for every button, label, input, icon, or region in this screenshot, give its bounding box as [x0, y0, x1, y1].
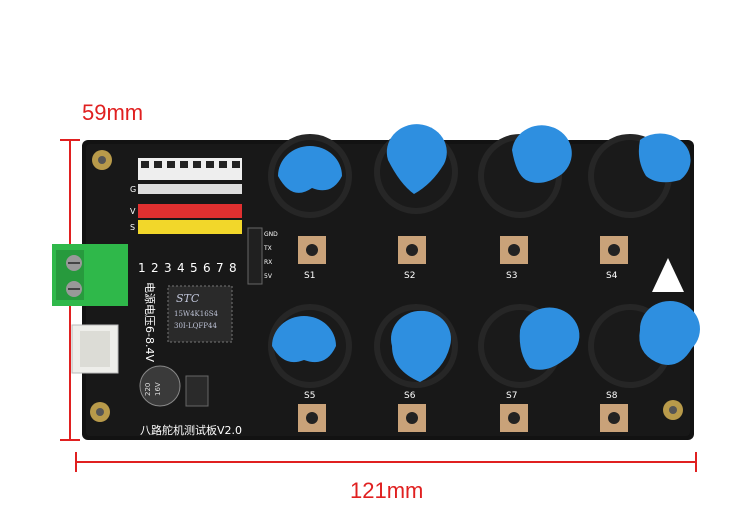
- regulator: [185, 375, 209, 407]
- button-label: S1: [304, 271, 315, 281]
- mcu-chip: STC 15W4K16S4 30I-LQFP44: [167, 285, 233, 343]
- knob: [268, 304, 352, 388]
- button-label: S2: [404, 271, 415, 281]
- knob: [268, 134, 352, 218]
- uart-pin: 5V: [264, 273, 273, 280]
- board-title: 八路舵机测试板V2.0: [140, 423, 242, 437]
- uart-pin: GND: [264, 231, 278, 238]
- jst-connector: [71, 324, 119, 374]
- button-label: S6: [404, 391, 416, 401]
- row-label: G: [130, 185, 136, 194]
- knob: [374, 124, 458, 214]
- button-labels: S1 S2 S3 S4 S5 S6 S7 S8: [304, 271, 618, 401]
- uart-pin: TX: [263, 245, 272, 252]
- chip-line1: 15W4K16S4: [174, 310, 218, 318]
- uart-header: GND TX RX 5V: [247, 227, 278, 285]
- header-number: 6: [203, 261, 211, 275]
- button-label: S4: [606, 271, 618, 281]
- header-number: 3: [164, 261, 172, 275]
- button-label: S7: [506, 391, 517, 401]
- width-label: 121mm: [350, 478, 423, 503]
- potentiometer-knobs: [268, 124, 700, 388]
- capacitor: 220 16V: [139, 365, 181, 407]
- button-label: S3: [506, 271, 517, 281]
- header-numbers: 1 2 3 4 5 6 7 8: [138, 261, 237, 275]
- knob: [588, 300, 700, 388]
- knob: [374, 304, 458, 388]
- header-number: 1: [138, 261, 146, 275]
- esd-warning-icon: [652, 258, 684, 292]
- height-label: 59mm: [82, 100, 143, 125]
- knob: [478, 125, 572, 218]
- uart-pin: RX: [264, 259, 272, 266]
- chip-brand: STC: [176, 292, 200, 305]
- knob: [478, 304, 580, 388]
- header-number: 4: [177, 261, 185, 275]
- button-label: S8: [606, 391, 618, 401]
- cap-value: 220: [144, 383, 152, 396]
- knob: [588, 133, 691, 218]
- cap-voltage: 16V: [154, 382, 162, 396]
- header-number: 5: [190, 261, 198, 275]
- header-number: 7: [216, 261, 224, 275]
- header-number: 2: [151, 261, 159, 275]
- pin-header-block: [138, 158, 242, 234]
- chip-line2: 30I-LQFP44: [174, 322, 217, 330]
- screw-terminal: [52, 244, 128, 306]
- header-row-labels: G V S: [130, 185, 136, 232]
- width-dimension: [75, 452, 697, 472]
- button-label: S5: [304, 391, 315, 401]
- row-label: S: [130, 223, 135, 232]
- row-label: V: [130, 207, 136, 216]
- tact-buttons: [298, 236, 628, 432]
- header-number: 8: [229, 261, 237, 275]
- power-label: 电源电压6-8.4V: [143, 282, 157, 362]
